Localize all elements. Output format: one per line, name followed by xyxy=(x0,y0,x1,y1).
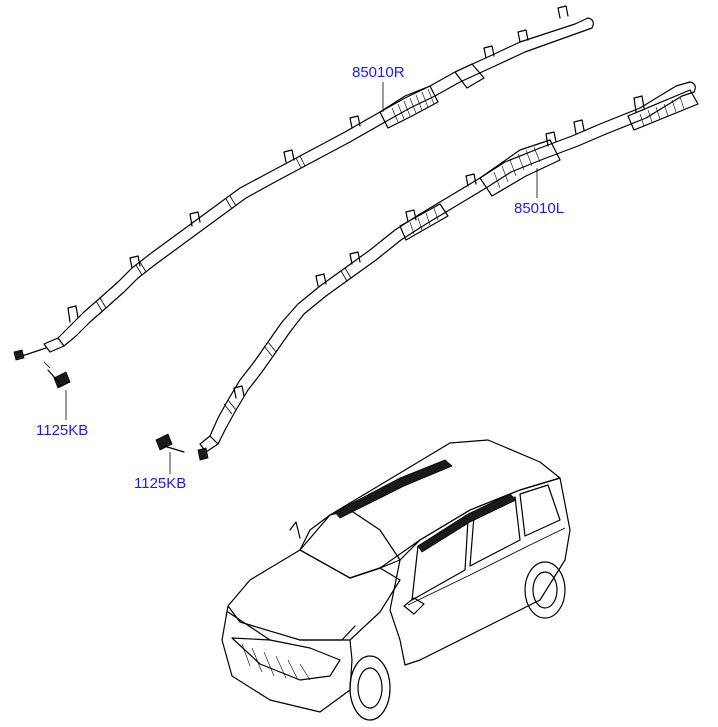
bolt-icon[interactable] xyxy=(43,361,71,389)
curtain-airbag-left[interactable] xyxy=(197,81,699,461)
curtain-airbag-right[interactable] xyxy=(13,5,594,361)
part-label-1125kb-left[interactable]: 1125KB xyxy=(134,475,187,492)
bolt-icon[interactable] xyxy=(155,433,185,453)
part-label-85010r[interactable]: 85010R xyxy=(352,64,405,81)
car-illustration xyxy=(221,439,571,721)
part-label-85010l[interactable]: 85010L xyxy=(514,200,565,217)
part-label-1125kb-right[interactable]: 1125KB xyxy=(36,422,89,439)
